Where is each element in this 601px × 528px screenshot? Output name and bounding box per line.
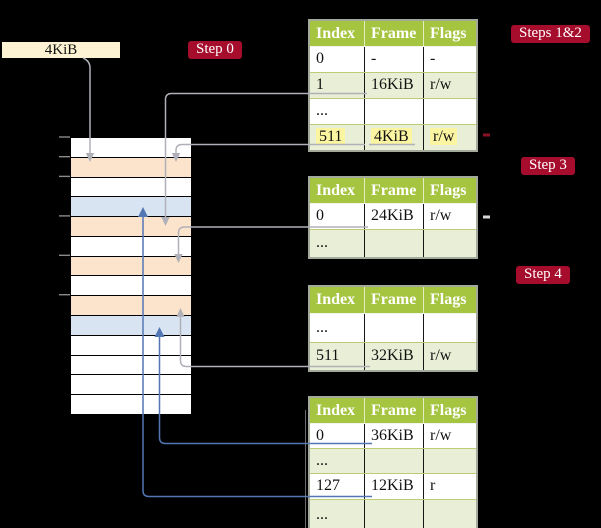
table-cell [365, 230, 424, 257]
table-cell: ... [310, 230, 365, 257]
header-cell-flags: Flags [424, 178, 476, 203]
table-cell: r/w [424, 204, 476, 229]
memory-frame-row-10 [71, 334, 191, 355]
highlighted-value: 4KiB [371, 128, 412, 145]
table-cell: 36KiB [365, 424, 424, 448]
table-cell: 12KiB [365, 474, 424, 499]
table-row: ... [310, 499, 476, 528]
header-cell-flags: Flags [424, 21, 476, 46]
table-cell: 511 [310, 343, 365, 370]
header-cell-frame: Frame [365, 178, 424, 203]
table-row: 511 4KiB r/w [310, 124, 476, 150]
header-cell-flags: Flags [424, 287, 476, 313]
header-cell-frame: Frame [365, 21, 424, 46]
memory-frame-row-4 [71, 216, 191, 236]
table-cell: 1 [310, 73, 365, 98]
physical-memory-stack [70, 137, 192, 415]
table-cell [424, 500, 476, 528]
header-cell-index: Index [310, 21, 365, 46]
table-cell: 127 [310, 474, 365, 499]
header-cell-flags: Flags [424, 398, 476, 423]
table-cell: ... [310, 449, 365, 473]
table-cell [424, 314, 476, 342]
table-cell: 24KiB [365, 204, 424, 229]
table-cell: 4KiB [365, 125, 424, 150]
table-cell [365, 449, 424, 473]
memory-frame-row-6 [71, 255, 191, 276]
header-cell-frame: Frame [365, 287, 424, 313]
table-cell [424, 449, 476, 473]
memory-size-label: 4KiB [2, 42, 120, 58]
table-cell: ... [310, 500, 365, 528]
table-cell: r/w [424, 125, 476, 150]
memory-frame-row-12 [71, 374, 191, 395]
table-row: ... [310, 229, 476, 257]
highlighted-value: r/w [430, 128, 458, 145]
table-cell [424, 230, 476, 257]
memory-frame-row-13 [71, 394, 191, 414]
table-cell [424, 99, 476, 124]
table-cell: r/w [424, 73, 476, 98]
memory-frame-row-1 [71, 156, 191, 177]
highlighted-value: 511 [316, 128, 346, 145]
table-row: ... [310, 448, 476, 473]
table-cell: r/w [424, 424, 476, 448]
memory-frame-row-8 [71, 295, 191, 316]
header-cell-index: Index [310, 178, 365, 203]
memory-frame-row-5 [71, 235, 191, 256]
table-cell: r/w [424, 343, 476, 370]
memory-frame-row-0 [71, 138, 191, 157]
memory-frame-row-2 [71, 176, 191, 197]
table-cell [365, 314, 424, 342]
small-dash-mark-1 [483, 215, 490, 219]
table-cell: 32KiB [365, 343, 424, 370]
header-cell-index: Index [310, 398, 365, 423]
table-row: ... [310, 313, 476, 342]
header-cell-frame: Frame [365, 398, 424, 423]
small-dash-mark-0 [483, 133, 490, 137]
table-row: 0-- [310, 46, 476, 72]
table-cell: ... [310, 99, 365, 124]
step-3-badge: Step 3 [521, 157, 575, 175]
table-cell: 0 [310, 424, 365, 448]
table-cell: - [424, 47, 476, 72]
memory-frame-row-11 [71, 354, 191, 375]
table-cell: 511 [310, 125, 365, 150]
memory-frame-row-7 [71, 275, 191, 296]
step-0-badge: Step 0 [188, 41, 242, 59]
table-cell: ... [310, 314, 365, 342]
step-4-badge: Step 4 [516, 266, 570, 284]
memory-frame-row-9 [71, 315, 191, 335]
table-cell: 0 [310, 204, 365, 229]
table-cell [365, 500, 424, 528]
table-cell: 16KiB [365, 73, 424, 98]
table-cell [365, 99, 424, 124]
table-cell: - [365, 47, 424, 72]
table-cell: r [424, 474, 476, 499]
table-row: ... [310, 98, 476, 124]
steps-1-2-badge: Steps 1&2 [511, 25, 590, 43]
memory-frame-row-3 [71, 196, 191, 217]
table-cell: 0 [310, 47, 365, 72]
header-cell-index: Index [310, 287, 365, 313]
